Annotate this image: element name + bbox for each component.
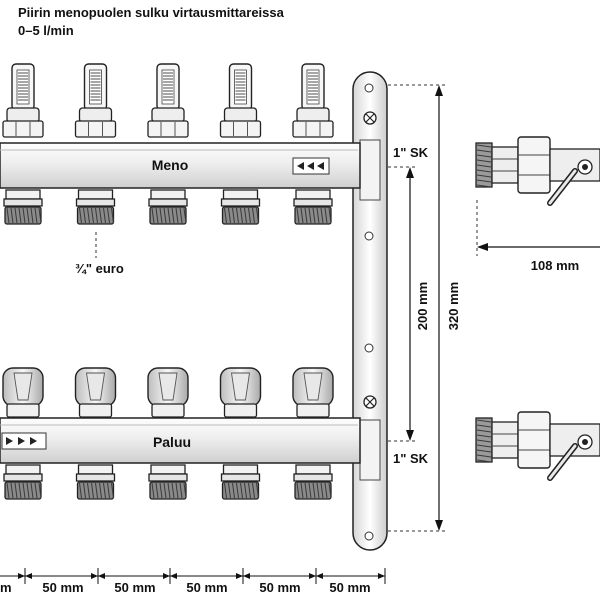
flowmeter <box>2 63 44 138</box>
flow-direction-arrows-icon <box>292 157 330 175</box>
valve-knob <box>2 367 44 418</box>
outlet-fitting <box>3 464 43 500</box>
return-valve-knob-row <box>2 367 334 418</box>
spacing-label: 50 mm <box>42 580 83 595</box>
dimension-320 <box>388 84 445 532</box>
bracket-hole-icon <box>364 531 374 541</box>
flowmeter-row <box>2 63 334 138</box>
outlet-fitting <box>3 189 43 225</box>
bracket-hole-icon <box>364 343 374 353</box>
outlet-fitting <box>75 464 116 500</box>
return-label: Paluu <box>153 434 191 450</box>
outlet-fitting <box>148 464 188 500</box>
dimension-108-label: 108 mm <box>531 258 579 273</box>
outlet-fitting <box>75 189 116 225</box>
side-ball-valve-bottom <box>475 411 600 481</box>
spacing-label: 50 mm <box>329 580 370 595</box>
return-header <box>0 417 361 464</box>
dimension-200 <box>388 166 416 442</box>
main-thread-label-bottom: 1" SK <box>393 451 429 466</box>
flow-direction-arrows-icon <box>1 432 47 450</box>
valve-knob <box>147 367 189 418</box>
valve-knob <box>74 367 117 418</box>
dimension-320-label: 320 mm <box>446 282 461 330</box>
supply-outlet-row <box>3 189 333 225</box>
bracket-screw-icon <box>363 395 377 409</box>
outlet-fitting <box>293 189 333 225</box>
outlet-fitting <box>220 189 261 225</box>
outlet-fitting <box>148 189 188 225</box>
supply-header <box>0 142 361 189</box>
outlet-fitting <box>293 464 333 500</box>
spacing-dimension-line <box>0 568 386 584</box>
bracket-hole-icon <box>364 231 374 241</box>
outlet-fitting <box>220 464 261 500</box>
diagram-title: Piirin menopuolen sulku virtausmittareis… <box>18 5 284 20</box>
valve-knob <box>219 367 262 418</box>
flowmeter <box>292 63 334 138</box>
flowmeter <box>74 63 117 138</box>
flowmeter <box>219 63 262 138</box>
main-thread-label-top: 1" SK <box>393 145 429 160</box>
diagram-subtitle: 0–5 l/min <box>18 23 74 38</box>
mounting-bracket <box>352 71 388 551</box>
outlet-thread-label: ¾" euro <box>75 261 124 276</box>
bracket-hole-icon <box>364 83 374 93</box>
dimension-108 <box>476 200 600 256</box>
return-outlet-row <box>3 464 333 500</box>
flowmeter <box>147 63 189 138</box>
dimension-200-label: 200 mm <box>415 282 430 330</box>
valve-knob <box>292 367 334 418</box>
bracket-screw-icon <box>363 111 377 125</box>
side-ball-valve-top <box>475 136 600 206</box>
spacing-label-partial: m <box>0 580 12 595</box>
spacing-label: 50 mm <box>259 580 300 595</box>
supply-label: Meno <box>152 157 189 173</box>
spacing-label: 50 mm <box>186 580 227 595</box>
spacing-label: 50 mm <box>114 580 155 595</box>
